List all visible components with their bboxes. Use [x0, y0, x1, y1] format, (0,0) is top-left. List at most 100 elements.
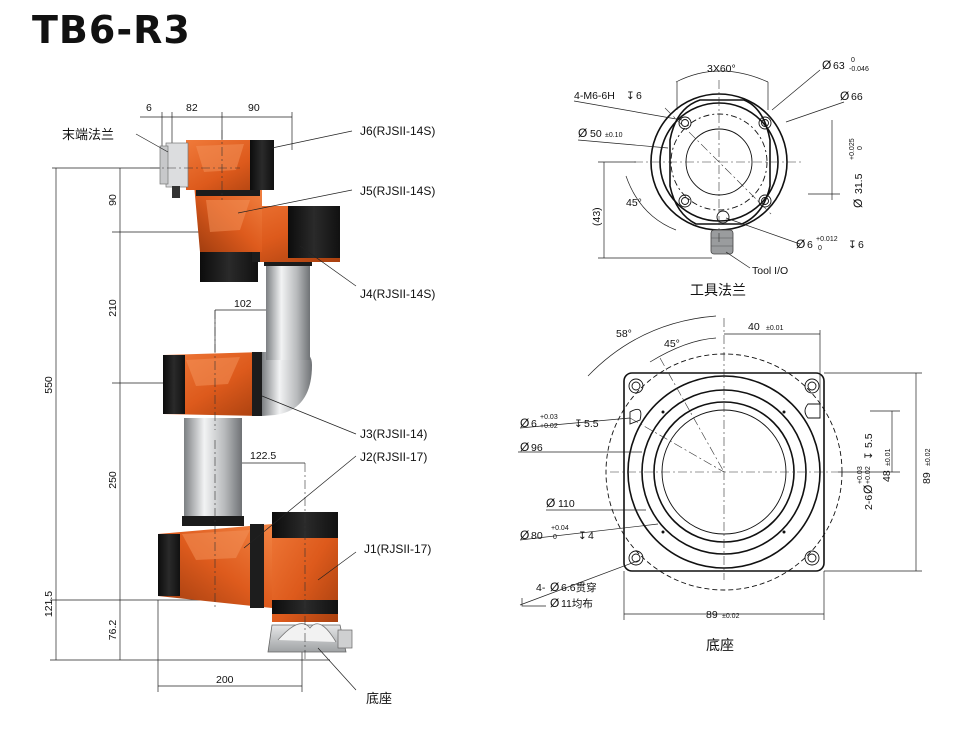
base-dia-80-depth: 4: [588, 530, 594, 542]
base-dia-110: 110: [558, 498, 575, 510]
dim-82: 82: [186, 102, 198, 114]
cbore-symbol: [521, 598, 546, 607]
base-dia-sym-hole: Ø: [550, 580, 559, 594]
tf-pin-dia: 6: [807, 239, 813, 251]
dim-left-210: 210: [107, 299, 119, 317]
base-cbore-dia: 11均布: [561, 598, 593, 610]
base-dia-80-tol-lower: 0: [553, 534, 557, 541]
base-dim-48-tol: ±0.01: [885, 448, 892, 466]
joint-label-j6: J6(RJSII-14S): [360, 124, 435, 138]
joint-j6: [186, 140, 274, 190]
base-dia-sym-96: Ø: [520, 440, 529, 454]
dim-200: 200: [216, 674, 234, 686]
tf-pin-tol-upper: +0.012: [816, 236, 838, 243]
flange-label: 末端法兰: [62, 128, 114, 143]
lower-link-ring: [182, 516, 244, 526]
base-labels: 58° 45° 40 ±0.01 Ø 6 +0.03 +0.02 ↧ 5.5 Ø…: [520, 321, 933, 654]
tool-flange-labels: 3X60° 4-M6-6H ↧ 6 Ø 63 0 -0.046 Ø 66 Ø 5…: [574, 57, 869, 299]
end-flange: [159, 142, 189, 198]
base-slot-note: 2-6: [863, 495, 875, 510]
base-slot-note-tol-lower: +0.02: [865, 466, 872, 484]
base-width: 89: [706, 609, 718, 621]
base-view: [518, 315, 922, 620]
tf-dim-43: (43): [591, 207, 603, 226]
base-dia-sym-cbore: Ø: [550, 596, 559, 610]
dim-122-5: 122.5: [250, 450, 276, 462]
tf-dia-50: 50: [590, 128, 602, 140]
tf-thread: 4-M6-6H: [574, 90, 615, 102]
base-slot-depth-sym: ↧: [574, 418, 583, 430]
tf-pin-depth-sym: ↧: [848, 239, 857, 251]
base-angle-58: 58°: [616, 328, 632, 340]
base-dia-sym-110: Ø: [546, 496, 555, 510]
base-dia-80-depth-sym: ↧: [578, 530, 587, 542]
tf-io-label: Tool I/O: [752, 265, 788, 277]
dim-90: 90: [248, 102, 260, 114]
tf-dia-31-5: 31.5: [853, 173, 865, 194]
tf-dia-66: 66: [851, 91, 863, 103]
base-slot-note-depth: 5.5: [863, 433, 875, 448]
lower-link-tube: [184, 418, 242, 526]
base-hole-dia: 6.6贯穿: [561, 581, 597, 594]
robot-arm: 6 82 90 90 210 550 250 121.5 76.2 102 12…: [43, 102, 435, 707]
base-dia-96: 96: [531, 442, 543, 454]
tf-depth-sym: ↧: [626, 90, 635, 102]
tool-flange-view: [573, 69, 845, 269]
tf-dia-sym-66: Ø: [840, 89, 849, 103]
joint-label-j3: J3(RJSII-14): [360, 427, 427, 441]
upper-link-tube: [266, 262, 310, 360]
tf-pin-depth: 6: [858, 239, 864, 251]
joint-label-j2: J2(RJSII-17): [360, 450, 427, 464]
base-dim-40-tol: ±0.01: [766, 325, 784, 332]
base-height: 89: [921, 472, 933, 484]
tf-dia-31-tol-upper: +0.025: [849, 138, 856, 160]
dim-left-121-5: 121.5: [43, 591, 55, 617]
base-slot-note-depth-sym: ↧: [863, 451, 875, 460]
joint-j3: [163, 352, 262, 416]
base-dia-80-tol-upper: +0.04: [551, 525, 569, 532]
base-dia-sym-slot: Ø: [520, 416, 529, 430]
tf-angle-spacing: 3X60°: [707, 63, 736, 75]
robot-dimension-labels: 6 82 90 90 210 550 250 121.5 76.2 102 12…: [43, 102, 276, 686]
dim-left-90: 90: [107, 194, 119, 206]
dim-6: 6: [146, 102, 152, 114]
tf-dia-sym-pin: Ø: [796, 237, 805, 251]
robot-leader-lines: [135, 130, 357, 691]
dim-left-550: 550: [43, 376, 55, 394]
joint-label-j1: J1(RJSII-17): [364, 542, 431, 556]
dim-102: 102: [234, 298, 252, 310]
tf-outer-tol-upper: 0: [851, 57, 855, 64]
joint-label-j5: J5(RJSII-14S): [360, 184, 435, 198]
base-width-tol: ±0.02: [722, 613, 740, 620]
base-dim-40: 40: [748, 321, 760, 333]
tf-dia-sym-63: Ø: [822, 58, 831, 72]
elbow-tube: [262, 352, 312, 416]
joint-j5: [194, 184, 262, 252]
base-slot-dia: 6: [531, 418, 537, 430]
tf-dia-sym-50: Ø: [578, 126, 587, 140]
base-height-tol: ±0.02: [925, 448, 932, 466]
joint-label-j4: J4(RJSII-14S): [360, 287, 435, 301]
robot-base: [267, 623, 353, 653]
base-dia-sym-80: Ø: [520, 528, 529, 542]
tf-dia-sym-31: Ø: [851, 199, 865, 208]
tf-outer-tol-lower: -0.046: [849, 66, 869, 73]
dim-left-250: 250: [107, 471, 119, 489]
tool-flange-caption: 工具法兰: [690, 283, 746, 299]
base-dia-80: 80: [531, 530, 543, 542]
tf-thread-depth: 6: [636, 90, 642, 102]
base-slot-note-tol-upper: +0.03: [857, 466, 864, 484]
base-angle-45: 45°: [664, 338, 680, 350]
base-slot-note-dia-sym: Ø: [861, 485, 875, 494]
dim-left-76-2: 76.2: [107, 620, 119, 641]
base-slot-tol-upper: +0.03: [540, 414, 558, 421]
tf-angle: 45°: [626, 197, 642, 209]
tf-pin-tol-lower: 0: [818, 245, 822, 252]
robot-center-lines: [150, 130, 306, 660]
page-title: TB6-R3: [32, 8, 191, 52]
tf-dia-31-tol-lower: 0: [857, 146, 864, 150]
base-label: 底座: [366, 691, 392, 707]
base-caption: 底座: [706, 638, 734, 654]
base-holes: 4-: [536, 582, 546, 594]
base-slot-depth: 5.5: [584, 418, 599, 430]
